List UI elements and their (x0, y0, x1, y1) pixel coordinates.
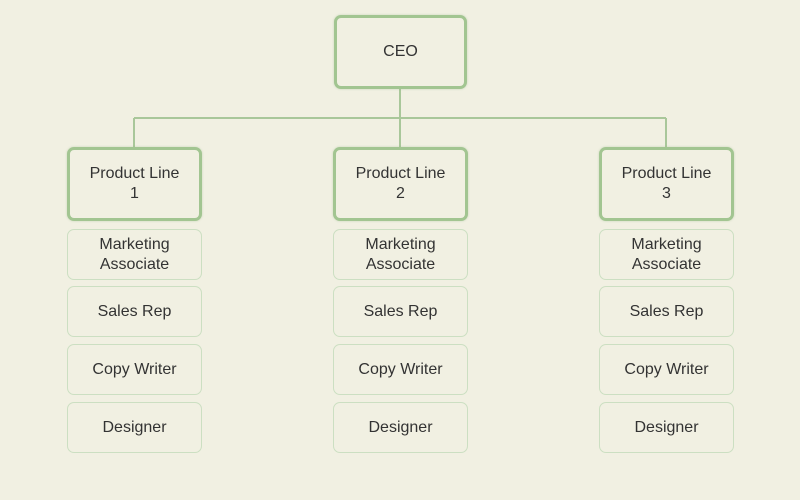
product-line-2-box: Product Line 2 (333, 147, 468, 221)
product-line-3-role-designer: Designer (599, 402, 734, 453)
product-line-3-box: Product Line 3 (599, 147, 734, 221)
product-line-1-role-copy-writer: Copy Writer (67, 344, 202, 395)
product-line-3-role-marketing-associate: Marketing Associate (599, 229, 734, 280)
product-line-2-role-copy-writer: Copy Writer (333, 344, 468, 395)
product-line-1-role-sales-rep: Sales Rep (67, 286, 202, 337)
product-line-2-role-marketing-associate: Marketing Associate (333, 229, 468, 280)
product-line-1-role-designer: Designer (67, 402, 202, 453)
product-line-3-role-sales-rep: Sales Rep (599, 286, 734, 337)
product-line-3-role-copy-writer: Copy Writer (599, 344, 734, 395)
product-line-2-role-designer: Designer (333, 402, 468, 453)
product-line-2-role-sales-rep: Sales Rep (333, 286, 468, 337)
ceo-box: CEO (334, 15, 467, 89)
product-line-1-role-marketing-associate: Marketing Associate (67, 229, 202, 280)
product-line-1-box: Product Line 1 (67, 147, 202, 221)
